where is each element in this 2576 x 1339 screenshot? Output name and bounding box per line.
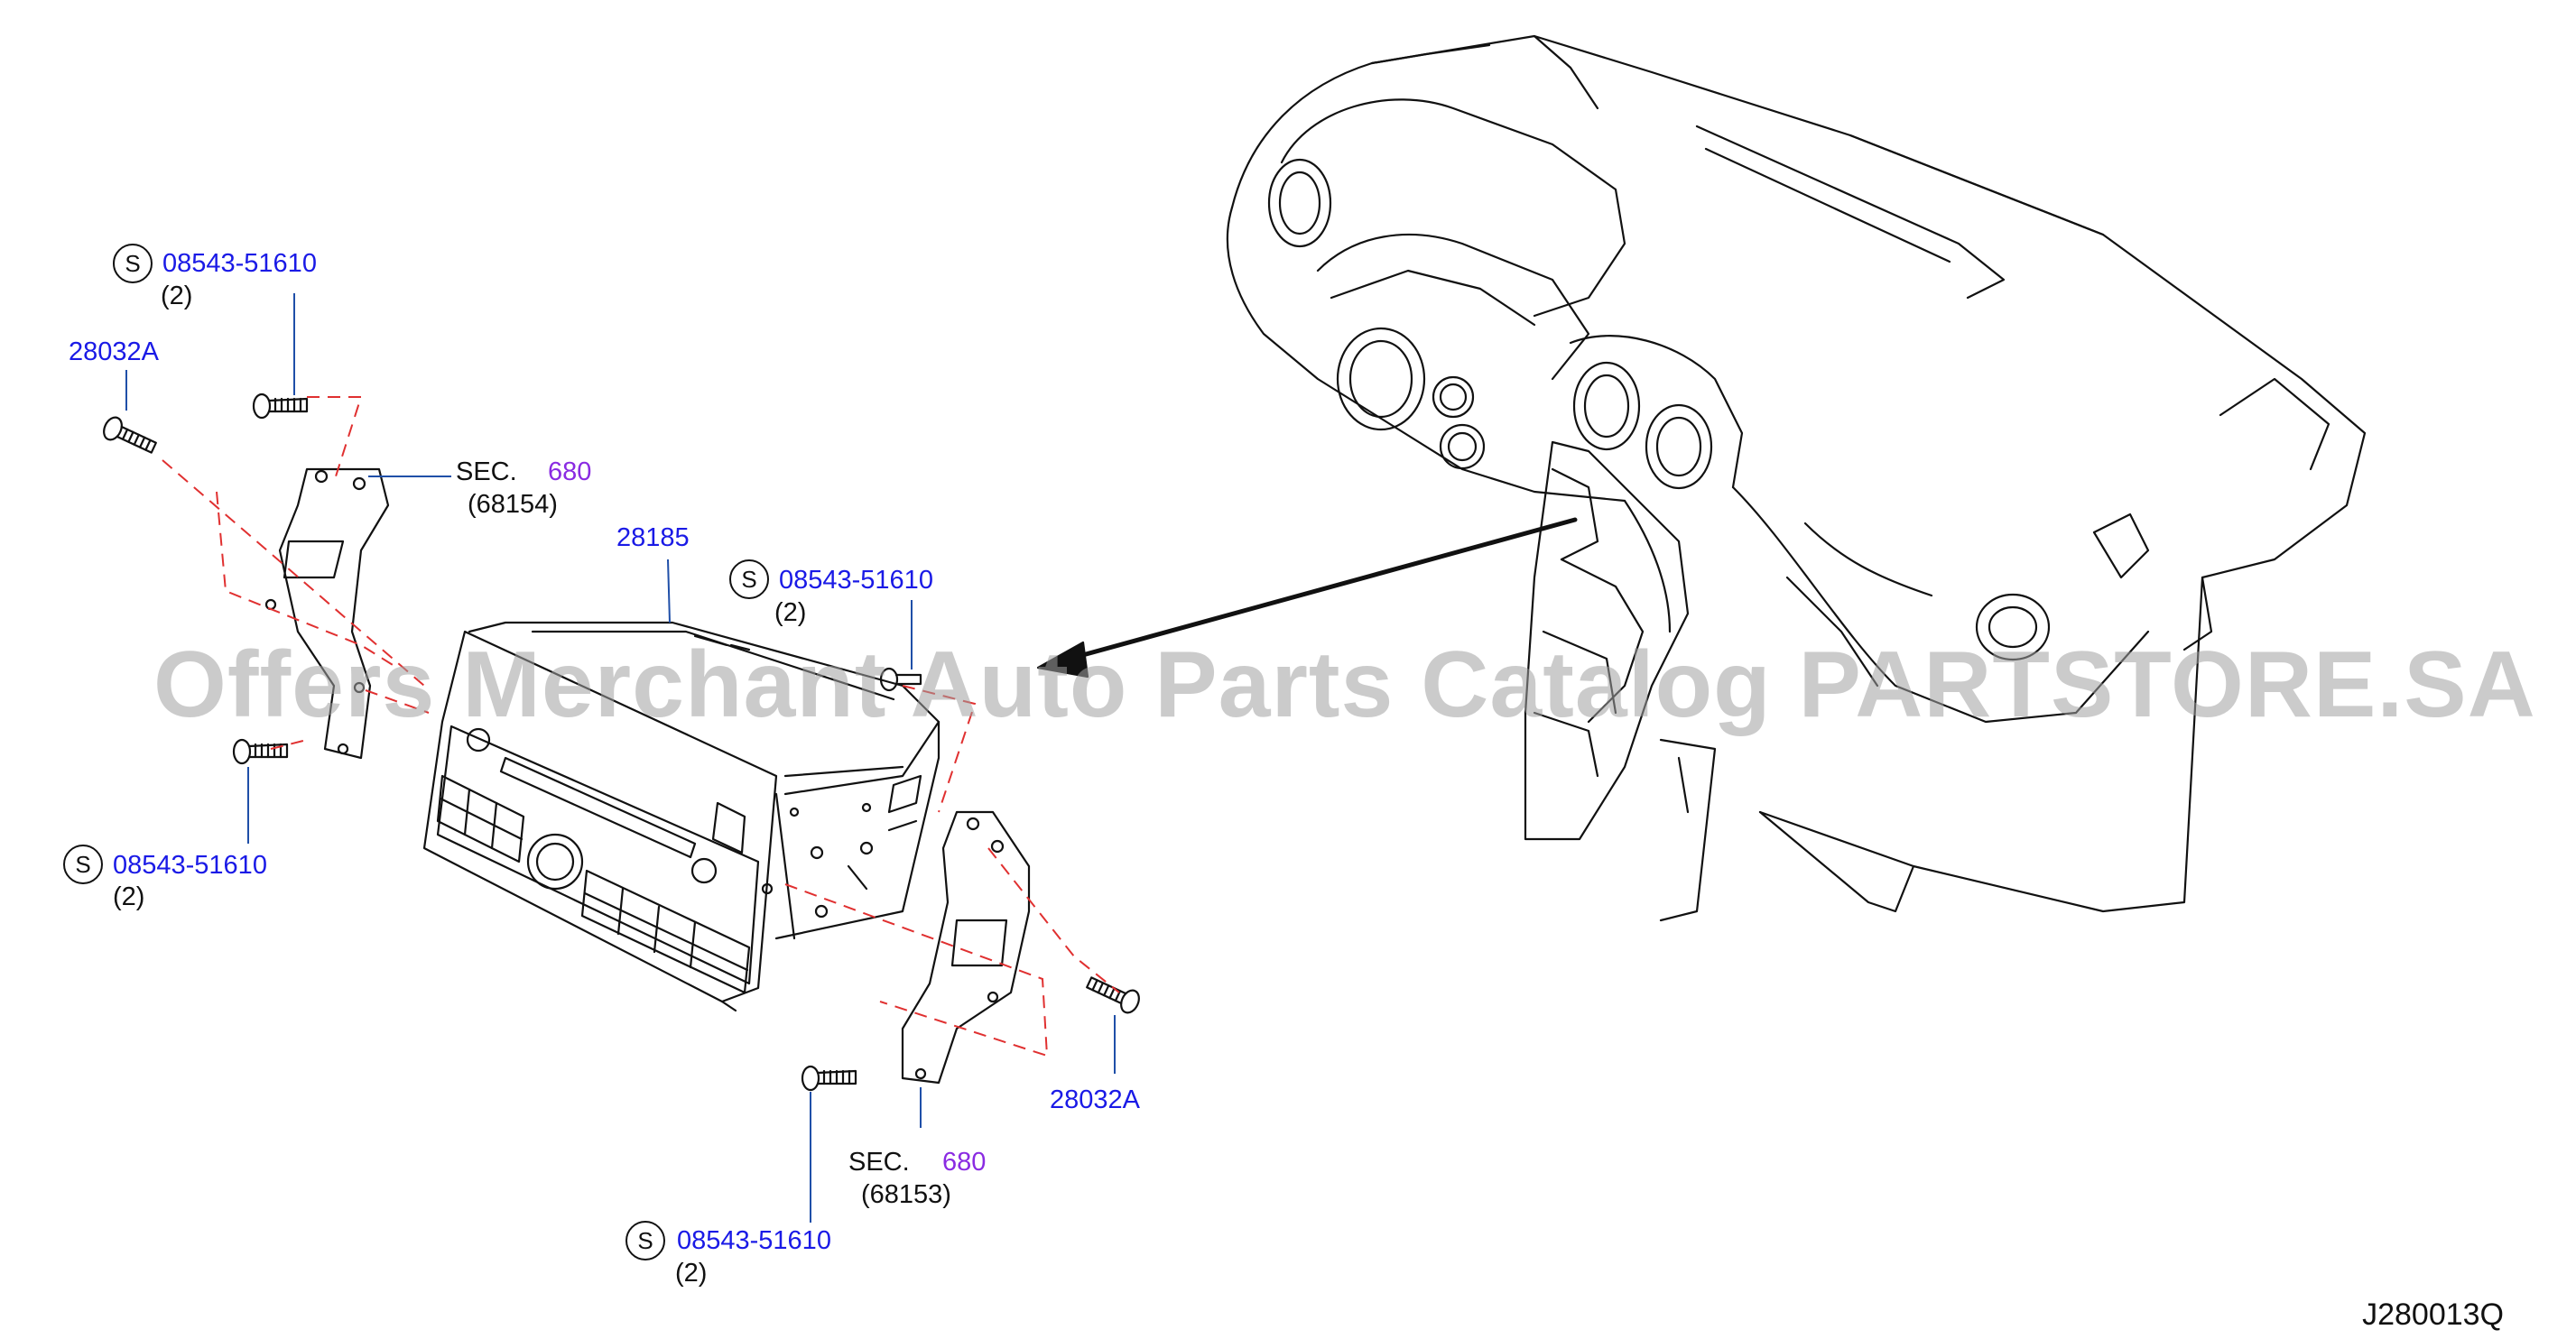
part-number-link[interactable]: 08543-51610 xyxy=(779,566,933,595)
quantity-label: (2) xyxy=(161,282,193,310)
screw-drawings xyxy=(103,392,1140,1092)
quantity-label: (2) xyxy=(774,598,807,627)
symbol-s-circle: S xyxy=(63,845,103,884)
section-number-link[interactable]: 680 xyxy=(548,457,592,486)
part-number-link[interactable]: 28185 xyxy=(616,523,690,552)
part-number-link[interactable]: 08543-51610 xyxy=(677,1226,831,1255)
part-number-link[interactable]: 28032A xyxy=(1050,1085,1140,1114)
dashboard-drawing xyxy=(1226,34,2367,922)
bracket-left-drawing xyxy=(264,467,390,760)
symbol-s-circle: S xyxy=(625,1221,665,1261)
symbol-s-circle: S xyxy=(113,244,153,283)
part-number-link[interactable]: 28032A xyxy=(69,337,159,366)
quantity-label: (2) xyxy=(675,1259,708,1288)
symbol-s-circle: S xyxy=(729,559,769,599)
diagram-code: J280013Q xyxy=(2362,1297,2504,1332)
alignment-lines xyxy=(162,396,1120,1057)
leader-lines xyxy=(125,293,1116,1223)
part-number-link[interactable]: 08543-51610 xyxy=(113,851,267,880)
section-number-link[interactable]: 680 xyxy=(942,1148,987,1177)
section-sub-label: (68154) xyxy=(468,490,558,519)
bracket-right-drawing xyxy=(901,810,1031,1085)
direction-arrow xyxy=(1036,517,1578,679)
section-prefix: SEC. xyxy=(456,457,517,486)
quantity-label: (2) xyxy=(113,882,145,911)
watermark-text: Offers Merchant Auto Parts Catalog PARTS… xyxy=(153,633,2536,737)
part-number-link[interactable]: 08543-51610 xyxy=(162,249,317,278)
section-sub-label: (68153) xyxy=(861,1180,951,1209)
audio-unit-drawing xyxy=(422,621,941,1012)
section-prefix: SEC. xyxy=(848,1148,910,1177)
